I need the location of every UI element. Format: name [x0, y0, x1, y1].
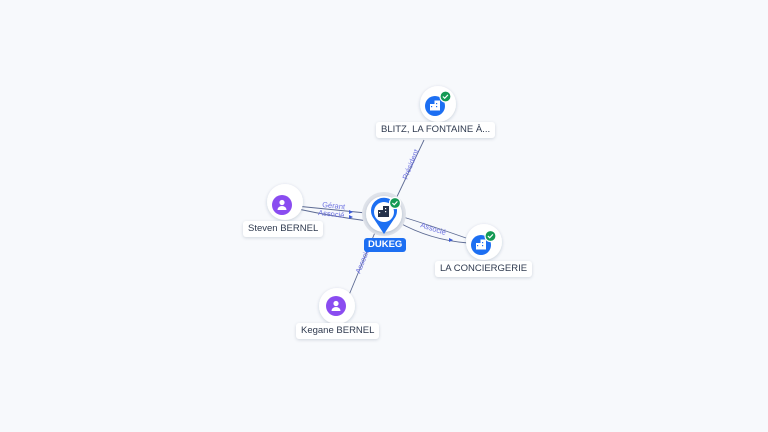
edge-conciergerie-2	[399, 215, 467, 239]
edge-steven-2[interactable]	[297, 208, 369, 222]
edge-conciergerie[interactable]	[397, 221, 469, 244]
edge-label-gerant: Gérant	[322, 200, 347, 211]
edges	[295, 139, 469, 296]
building-icon	[378, 206, 389, 217]
node-blitz[interactable]	[420, 86, 456, 122]
arrow-steven-1	[349, 210, 353, 214]
node-kegane[interactable]	[319, 288, 355, 324]
verified-check-icon	[388, 196, 402, 210]
node-label-kegane[interactable]: Kegane BERNEL	[296, 323, 380, 339]
node-label-conciergerie[interactable]: LA CONCIERGERIE	[435, 261, 533, 277]
building-icon	[476, 239, 486, 250]
edge-label-president: Président	[401, 147, 422, 181]
node-label-steven[interactable]: Steven BERNEL	[243, 221, 324, 237]
edge-label-associe-conciergerie: Associé	[419, 220, 447, 237]
edge-blitz[interactable]	[392, 139, 425, 206]
node-label-dukeg[interactable]: DUKEG	[364, 238, 407, 252]
edge-steven-1[interactable]	[295, 205, 367, 214]
verified-check-icon	[484, 229, 497, 243]
node-dukeg[interactable]	[362, 192, 406, 236]
arrow-steven-2	[349, 215, 353, 219]
edge-label-associe-steven: Associé	[318, 208, 345, 220]
person-icon	[331, 300, 341, 311]
person-icon	[277, 199, 287, 210]
node-conciergerie[interactable]	[466, 224, 502, 260]
node-label-blitz[interactable]: BLITZ, LA FONTAINE À...	[376, 122, 496, 138]
node-steven[interactable]	[267, 184, 303, 220]
building-icon	[430, 100, 440, 111]
arrow-conciergerie	[449, 238, 453, 242]
verified-check-icon	[439, 90, 452, 103]
